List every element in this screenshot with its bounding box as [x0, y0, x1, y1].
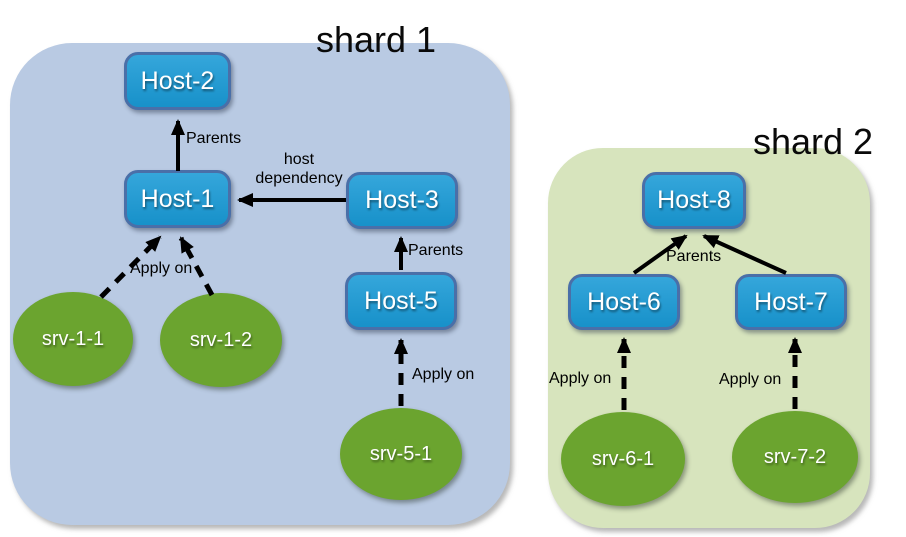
node-host-5: Host-5: [345, 272, 457, 330]
node-srv-6-1: srv-6-1: [561, 412, 685, 506]
label-apply-on-srv1: Apply on: [130, 260, 193, 277]
node-srv-1-1: srv-1-1: [13, 292, 133, 386]
node-host-8: Host-8: [642, 172, 746, 229]
node-host-1: Host-1: [124, 170, 231, 228]
node-srv-7-2: srv-7-2: [732, 411, 858, 503]
node-host-3: Host-3: [346, 172, 458, 229]
node-host-2: Host-2: [124, 52, 231, 110]
node-srv-1-2: srv-1-2: [160, 293, 282, 387]
label-parents-host5-host3: Parents: [408, 242, 464, 259]
label-apply-on-srv7: Apply on: [719, 371, 782, 388]
shard2-title: shard 2: [753, 121, 874, 162]
label-parents-shard2: Parents: [666, 248, 722, 265]
label-parents-host1-host2: Parents: [186, 130, 242, 147]
shard1-title: shard 1: [316, 19, 437, 60]
label-apply-on-srv6: Apply on: [549, 370, 612, 387]
node-host-7: Host-7: [735, 274, 847, 330]
node-host-6: Host-6: [568, 274, 680, 330]
label-host-dependency: host dependency: [255, 151, 343, 188]
label-apply-on-srv5: Apply on: [412, 366, 475, 383]
node-srv-5-1: srv-5-1: [340, 408, 462, 500]
